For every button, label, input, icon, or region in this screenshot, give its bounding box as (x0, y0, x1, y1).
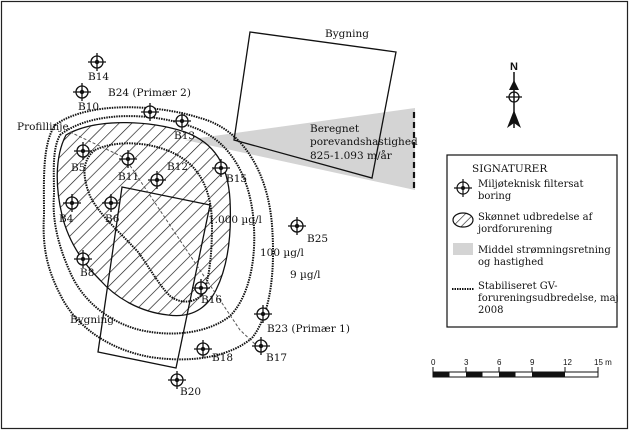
borehole-b18: B18 (194, 340, 233, 364)
scale-tick-label: 3 (464, 358, 469, 367)
north-label: N (510, 61, 518, 73)
building-top-outline (233, 31, 397, 179)
legend-item-1-line-2: boring (478, 191, 512, 202)
borehole-b16: B16 (192, 279, 222, 306)
legend-item-4-line-2: forureningsudbredelse, maj (478, 293, 619, 304)
legend-item-1-line-1: Miljøteknisk filtersat (478, 179, 583, 190)
borehole-label-b10: B10 (78, 101, 99, 113)
borehole-label-b23: B23 (Primær 1) (267, 323, 350, 335)
borehole-label-b6: B6 (105, 213, 120, 225)
contour-label-1000: 1.000 µg/l (208, 214, 262, 226)
borehole-label-b11: B11 (118, 171, 139, 183)
borehole-b23: B23 (Primær 1) (254, 305, 350, 335)
borehole-label-b15: B15 (226, 173, 247, 185)
contour-9 (42, 106, 275, 361)
borehole-b20: B20 (168, 371, 201, 398)
scale-tick-label: 9 (530, 358, 535, 367)
legend-hatch-swatch (452, 212, 474, 228)
legend-item-2-line-2: jordforurening (477, 224, 553, 235)
legend-item-4-line-3: 2008 (478, 305, 503, 316)
borehole-b11: B11 (118, 150, 139, 183)
borehole-label-b14: B14 (88, 71, 109, 83)
legend-title: SIGNATURER (472, 163, 548, 175)
scale-bar: 0 3 6 9 12 15 m (431, 358, 612, 378)
borehole-label-b17: B17 (266, 352, 287, 364)
borehole-label-b16: B16 (201, 294, 222, 306)
building-top-label: Bygning (325, 28, 369, 40)
scale-tick-label: 0 (431, 358, 436, 367)
scale-tick-label: 6 (497, 358, 502, 367)
flow-label-line-3: 825-1.093 m/år (310, 149, 393, 162)
profile-line (69, 131, 257, 346)
borehole-b13: B13 (173, 112, 195, 142)
legend-item-3-line-1: Middel strømningsretning (478, 245, 611, 256)
contour-1000 (83, 142, 214, 303)
scale-tick-label: 15 m (594, 358, 612, 367)
flow-label-line-2: porevandshastighed (310, 136, 418, 148)
borehole-label-b4: B4 (59, 213, 74, 225)
borehole-label-b8: B8 (80, 267, 94, 279)
borehole-b5: B5 (71, 142, 92, 174)
building-bottom-outline (97, 186, 211, 369)
borehole-label-b12: B12 (167, 161, 188, 173)
legend-item-2-line-1: Skønnet udbredelse af (478, 212, 594, 223)
borehole-b17: B17 (252, 337, 287, 364)
legend-borehole-icon (454, 179, 472, 197)
flow-direction-wedge (185, 108, 415, 190)
borehole-label-b20: B20 (180, 386, 201, 398)
profile-line-label: Profillinje (17, 121, 69, 133)
borehole-label-b24: B24 (Primær 2) (108, 87, 191, 99)
borehole-b10: B10 (73, 83, 99, 113)
contour-label-9: 9 µg/l (290, 269, 321, 281)
borehole-label-b25: B25 (307, 233, 328, 245)
scale-tick-label: 12 (563, 358, 572, 367)
legend-box (446, 154, 618, 328)
legend-flow-swatch (453, 243, 473, 255)
borehole-b15: B15 (212, 159, 247, 185)
contour-100 (52, 115, 256, 335)
borehole-b12: B12 (148, 161, 188, 189)
flow-label-line-1: Beregnet (310, 123, 360, 135)
contour-label-100: 100 µg/l (260, 247, 304, 259)
north-arrow: N (506, 61, 522, 128)
borehole-b14: B14 (88, 53, 109, 83)
borehole-b25: B25 (288, 217, 328, 245)
legend: SIGNATURER Miljøteknisk filtersat boring… (446, 154, 619, 328)
legend-item-4-line-1: Stabiliseret GV- (478, 281, 557, 292)
borehole-b4: B4 (59, 194, 81, 225)
borehole-b24: B24 (Primær 2) (108, 87, 191, 121)
borehole-label-b13: B13 (174, 130, 195, 142)
borehole-b8: B8 (74, 250, 94, 279)
borehole-label-b5: B5 (71, 162, 85, 174)
building-bottom-label: Bygning (70, 314, 114, 326)
legend-item-3-line-2: og hastighed (478, 257, 544, 268)
borehole-label-b18: B18 (212, 352, 233, 364)
borehole-b6: B6 (102, 194, 120, 225)
soil-contamination-area (56, 121, 232, 317)
